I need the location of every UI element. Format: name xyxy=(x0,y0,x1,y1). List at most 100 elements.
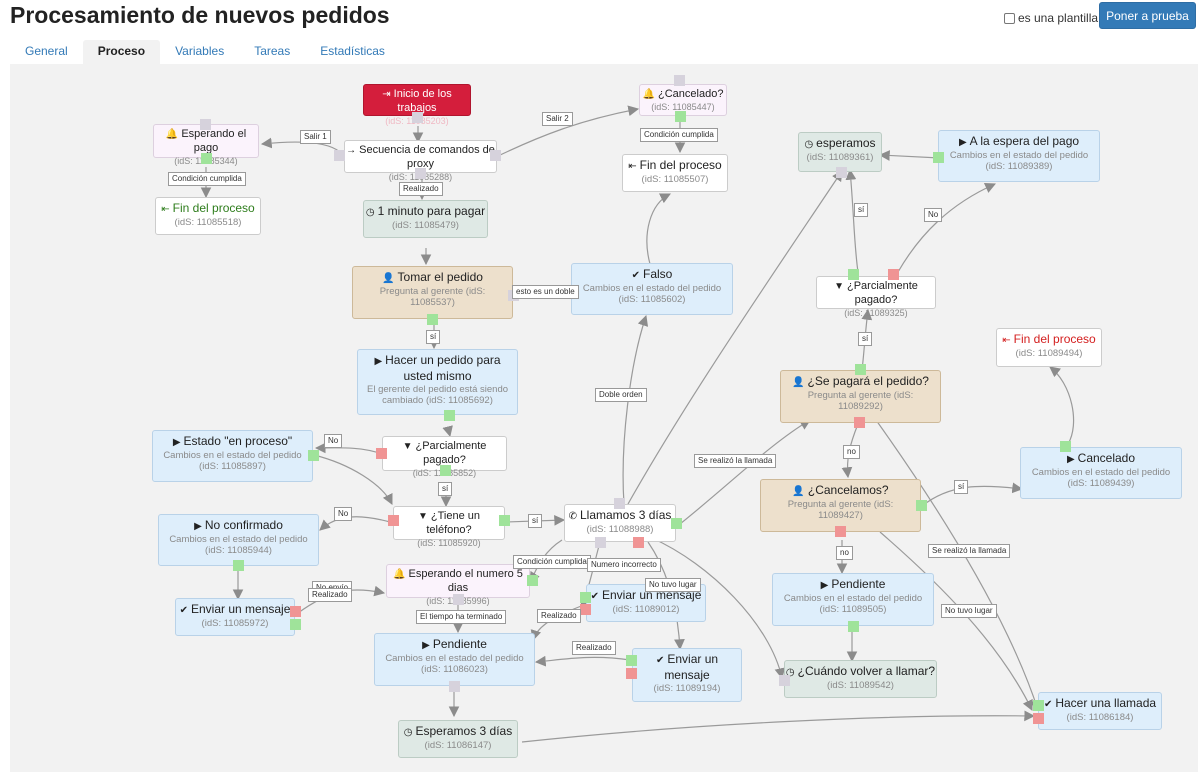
port[interactable] xyxy=(453,594,464,605)
port[interactable] xyxy=(836,167,847,178)
edge-label: El tiempo ha terminado xyxy=(416,610,507,624)
tab-tareas[interactable]: Tareas xyxy=(254,44,291,58)
port[interactable] xyxy=(835,526,846,537)
node-pendiente1[interactable]: ▶Pendiente Cambios en el estado del pedi… xyxy=(772,573,934,626)
port[interactable] xyxy=(527,575,538,586)
node-cuando[interactable]: ◷¿Cuándo volver a llamar? (idS: 11089542… xyxy=(784,660,937,698)
port[interactable] xyxy=(308,450,319,461)
port[interactable] xyxy=(580,604,591,615)
port[interactable] xyxy=(675,111,686,122)
process-canvas[interactable]: ⇥Inicio de los trabajos (idS: 11085203) … xyxy=(10,64,1198,772)
port[interactable] xyxy=(201,153,212,164)
node-fin2[interactable]: ⇤Fin del proceso (idS: 11085518) xyxy=(155,197,261,235)
check-icon: ✔ xyxy=(631,270,641,281)
node-enviar-msg1[interactable]: ✔Enviar un mensaje (idS: 11085972) xyxy=(175,598,295,636)
port[interactable] xyxy=(499,515,510,526)
edge-label: sí xyxy=(426,330,441,344)
node-cancelamos[interactable]: 👤¿Cancelamos? Pregunta al gerente (idS: … xyxy=(760,479,921,532)
port[interactable] xyxy=(1060,441,1071,452)
edge-label: sí xyxy=(528,514,543,528)
node-cancelado[interactable]: ▶Cancelado Cambios en el estado del pedi… xyxy=(1020,447,1182,499)
port[interactable] xyxy=(854,417,865,428)
user-icon: 👤 xyxy=(792,486,805,497)
tab-estadisticas[interactable]: Estadísticas xyxy=(320,44,385,58)
port[interactable] xyxy=(290,619,301,630)
node-pendiente2[interactable]: ▶Pendiente Cambios en el estado del pedi… xyxy=(374,633,535,686)
port[interactable] xyxy=(440,465,451,476)
node-un-minuto[interactable]: ◷1 minuto para pagar (idS: 11085479) xyxy=(363,200,488,238)
port[interactable] xyxy=(674,75,685,86)
node-estado-proceso[interactable]: ▶Estado "en proceso" Cambios en el estad… xyxy=(152,430,313,482)
filter-icon: ▼ xyxy=(834,281,844,292)
node-tomar[interactable]: 👤Tomar el pedido Pregunta al gerente (id… xyxy=(352,266,513,319)
checkbox-box[interactable] xyxy=(1004,12,1015,24)
port[interactable] xyxy=(427,314,438,325)
edge-label: Condición cumplida xyxy=(513,555,591,569)
port[interactable] xyxy=(626,668,637,679)
node-fin1[interactable]: ⇤Fin del proceso (idS: 11085507) xyxy=(622,154,728,192)
port[interactable] xyxy=(1033,700,1044,711)
node-esperamos[interactable]: ◷esperamos (idS: 11089361) xyxy=(798,132,882,172)
node-fin3[interactable]: ⇤Fin del proceso (idS: 11089494) xyxy=(996,328,1102,367)
node-espera-pago[interactable]: ▶A la espera del pago Cambios en el esta… xyxy=(938,130,1100,182)
check-icon: ✔ xyxy=(655,655,665,666)
sign-out-icon: ⇤ xyxy=(628,161,637,172)
port[interactable] xyxy=(200,119,211,130)
node-tiene-tel[interactable]: ▼¿Tiene un teléfono? (idS: 11085920) xyxy=(393,506,505,548)
port[interactable] xyxy=(388,515,399,526)
port[interactable] xyxy=(376,448,387,459)
port[interactable] xyxy=(490,150,501,161)
port[interactable] xyxy=(595,537,606,548)
tab-general[interactable]: General xyxy=(25,44,68,58)
port[interactable] xyxy=(412,112,423,123)
edge-label: No xyxy=(324,434,343,448)
node-no-confirmado[interactable]: ▶No confirmado Cambios en el estado del … xyxy=(158,514,319,566)
filter-icon: ▼ xyxy=(402,441,413,452)
node-parcial2[interactable]: ▼¿Parcialmente pagado? (idS: 11089325) xyxy=(816,276,936,318)
port[interactable] xyxy=(290,606,301,617)
port[interactable] xyxy=(855,364,866,375)
port[interactable] xyxy=(848,269,859,280)
play-icon: ▶ xyxy=(958,137,967,148)
port[interactable] xyxy=(848,621,859,632)
node-esperamos3[interactable]: ◷Esperamos 3 días (idS: 11086147) xyxy=(398,720,518,758)
port[interactable] xyxy=(449,681,460,692)
port[interactable] xyxy=(888,269,899,280)
node-hacer-pedido[interactable]: ▶Hacer un pedido para usted mismo El ger… xyxy=(357,349,518,415)
tab-variables[interactable]: Variables xyxy=(175,44,225,58)
play-icon: ▶ xyxy=(374,356,383,367)
port[interactable] xyxy=(626,655,637,666)
edge-label: Condición cumplida xyxy=(640,128,718,142)
port[interactable] xyxy=(671,518,682,529)
sign-in-icon: ⇥ xyxy=(382,89,391,100)
port[interactable] xyxy=(779,675,790,686)
node-enviar-msg3[interactable]: ✔Enviar un mensaje (idS: 11089194) xyxy=(632,648,742,702)
port[interactable] xyxy=(633,537,644,548)
node-llamamos[interactable]: ✆Llamamos 3 días (idS: 11088988) xyxy=(564,504,676,542)
node-falso[interactable]: ✔Falso Cambios en el estado del pedido (… xyxy=(571,263,733,315)
user-icon: 👤 xyxy=(792,377,805,388)
node-hacer-llamada[interactable]: ✔Hacer una llamada (idS: 11086184) xyxy=(1038,692,1162,730)
edge-hacer-parcial1 xyxy=(442,425,453,438)
test-button[interactable]: Poner a prueba xyxy=(1099,2,1196,29)
port[interactable] xyxy=(933,152,944,163)
node-esperando5[interactable]: 🔔Esperando el numero 5 dias (idS: 110859… xyxy=(386,564,530,606)
port[interactable] xyxy=(233,560,244,571)
edge-parcial2-esperamos xyxy=(845,168,859,273)
tab-bar: General Proceso Variables Tareas Estadís… xyxy=(10,40,400,64)
play-icon: ▶ xyxy=(820,580,829,591)
clock-icon: ◷ xyxy=(785,667,795,678)
port[interactable] xyxy=(334,150,345,161)
edge-label: no xyxy=(836,546,853,560)
port[interactable] xyxy=(1033,713,1044,724)
port[interactable] xyxy=(580,592,591,603)
port[interactable] xyxy=(444,410,455,421)
port[interactable] xyxy=(614,498,625,509)
edge-enviar3-pendiente2 xyxy=(534,655,631,667)
node-se-pagara[interactable]: 👤¿Se pagará el pedido? Pregunta al geren… xyxy=(780,370,941,423)
template-checkbox[interactable]: es una plantilla xyxy=(1004,11,1098,25)
port[interactable] xyxy=(415,168,426,179)
tab-proceso[interactable]: Proceso xyxy=(82,40,161,64)
port[interactable] xyxy=(916,500,927,511)
clock-icon: ◷ xyxy=(365,207,375,218)
